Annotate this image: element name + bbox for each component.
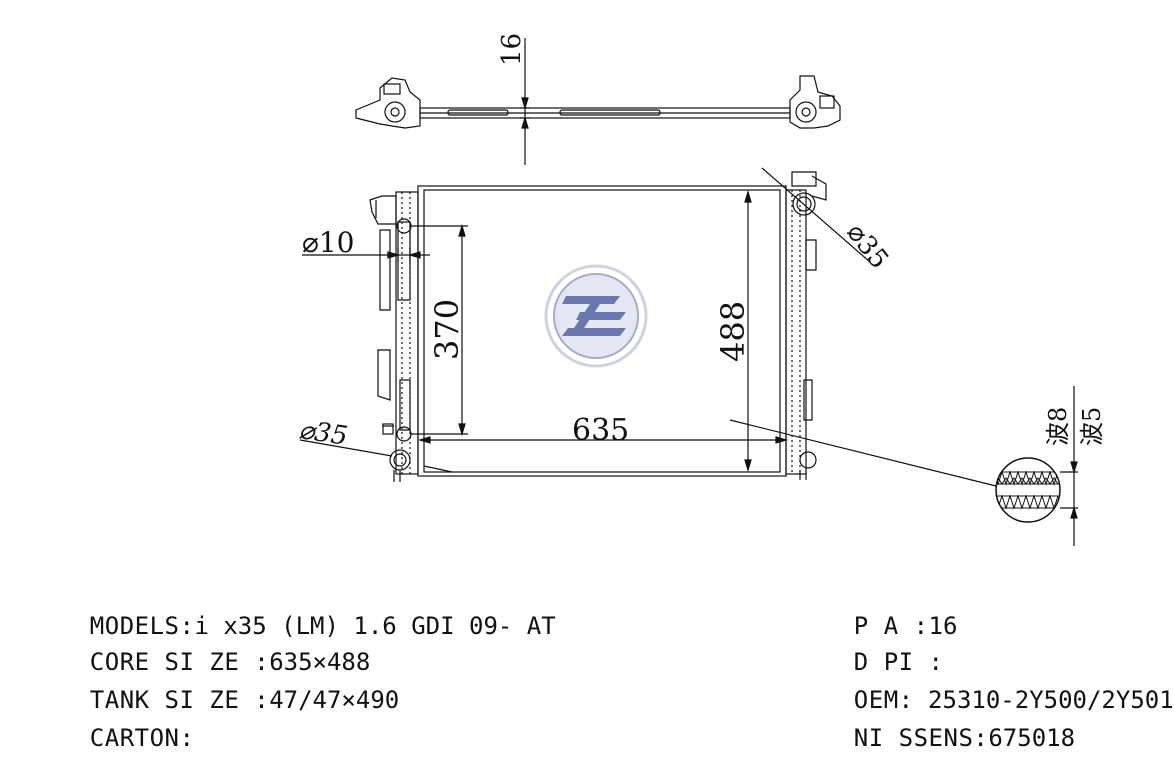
spec-models-label: MODELS: [89,612,195,640]
fin-detail [995,386,1078,546]
spec-tank-size-label: TANK SI ZE : [89,686,270,714]
spec-core-size-label: CORE SI ZE : [89,648,270,676]
dimension-635-lines [417,436,789,444]
spec-pa-label: P A : [853,612,929,640]
brand-logo [544,264,648,368]
dim-d35-bottom-label: ⌀35 [297,415,349,451]
spec-core-size-value: 635×488 [269,648,371,676]
spec-oem-label: OEM: [853,686,914,714]
spec-core-size: CORE SI ZE :635×488 [32,626,371,698]
dim-488-label: 488 [714,301,752,362]
dim-635-label: 635 [572,413,629,448]
spec-nissens-value: 675018 [988,724,1076,752]
dimension-d35-cap-leader [761,167,871,263]
dimension-370-lines [410,223,468,437]
dim-d35-cap-label: ⌀35 [840,218,894,275]
fin-wave-5-label: 波5 [1078,407,1106,446]
spec-dpi: D PI : [796,626,944,698]
spec-oem-value: 25310-2Y500/2Y501 [913,686,1174,714]
spec-pa: P A :16 [796,590,958,662]
fin-wave-8-label: 波8 [1044,407,1072,446]
spec-pa-value: 16 [928,612,958,640]
spec-models-value: i x35 (LM) 1.6 GDI 09- AT [194,612,556,640]
spec-models: MODELS:i x35 (LM) 1.6 GDI 09- AT [32,590,556,662]
spec-nissens-label: NI SSENS: [853,724,989,752]
spec-dpi-label: D PI : [853,648,944,676]
radiator-drawing: 16 ⌀10 370 488 635 ⌀35 ⌀35 波8 波5 [297,33,1106,546]
spec-tank-size-value: 47/47×490 [269,686,400,714]
dimension-16-lines [520,38,530,165]
dimension-d10-lines [302,248,430,262]
spec-oem: OEM: 25310-2Y500/2Y501 [796,664,1174,736]
dim-370-label: 370 [428,299,466,360]
spec-nissens: NI SSENS:675018 [796,702,1075,774]
spec-carton-label: CARTON: [89,724,195,752]
dim-d10-label: ⌀10 [302,226,355,259]
dimension-488-lines [744,189,752,473]
spec-carton: CARTON: [32,702,194,774]
dimension-d35-bottom-leader [299,439,393,457]
spec-tank-size: TANK SI ZE :47/47×490 [32,664,399,736]
dim-16-label: 16 [497,33,527,66]
radiator-top-view [355,75,841,129]
radiator-front-view [369,171,827,482]
fin-detail-leader [729,419,997,487]
